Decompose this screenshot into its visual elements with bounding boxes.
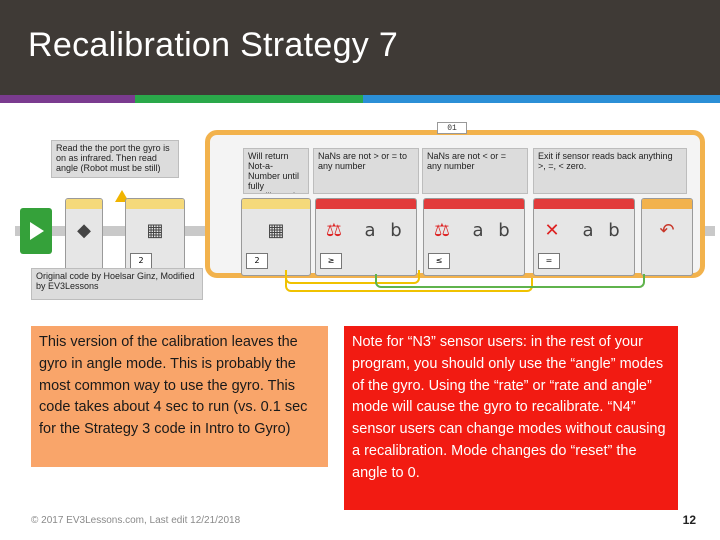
comment-nan-le: NaNs are not < or = any number xyxy=(422,148,528,194)
port-label-1: 2 xyxy=(130,253,152,269)
title-bar: Recalibration Strategy 7 xyxy=(0,0,720,95)
start-block[interactable] xyxy=(20,208,52,254)
data-wire-green xyxy=(375,274,645,288)
input-a-label: a xyxy=(364,220,376,241)
sensor-icon: ▦ xyxy=(267,220,285,241)
compare-icon: ⚖ xyxy=(433,220,451,241)
comment-read-port: Read the the port the gyro is on as infr… xyxy=(51,140,179,178)
accent-stripe-blue xyxy=(363,95,720,103)
page-number: 12 xyxy=(682,513,696,527)
comment-nan-ge: NaNs are not > or = to any number xyxy=(313,148,419,194)
mode-ge-label: ≥ xyxy=(320,253,342,269)
loop-exit-block[interactable]: ↶ xyxy=(641,198,693,276)
port-label-2: 2 xyxy=(246,253,268,269)
comment-original-code: Original code by Hoelsar Ginz, Modified … xyxy=(31,268,203,300)
accent-stripe-green xyxy=(135,95,363,103)
math-icon: ✕ xyxy=(544,220,560,241)
comment-exit-if: Exit if sensor reads back anything >, =,… xyxy=(533,148,687,194)
input-a-label: a xyxy=(472,220,484,241)
sensor-icon: ▦ xyxy=(146,220,164,241)
accent-stripe-purple xyxy=(0,95,135,103)
math-block[interactable]: ✕ a b = xyxy=(533,198,635,276)
compare-block-ge[interactable]: ⚖ a b ≥ xyxy=(315,198,417,276)
input-b-label: b xyxy=(498,220,510,241)
data-wire-yellow-2 xyxy=(285,278,533,292)
input-a-label: a xyxy=(582,220,594,241)
slide-title: Recalibration Strategy 7 xyxy=(28,26,399,64)
footer-copyright: © 2017 EV3Lessons.com, Last edit 12/21/2… xyxy=(31,515,241,526)
exit-arrow-icon: ↶ xyxy=(659,220,675,241)
mode-le-label: ≤ xyxy=(428,253,450,269)
gyro-sensor-block-1[interactable]: ▦ 2 xyxy=(125,198,185,276)
mode-eq-label: = xyxy=(538,253,560,269)
ev3-program-screenshot: Read the the port the gyro is on as infr… xyxy=(15,118,715,303)
data-wire-yellow-1 xyxy=(285,270,420,284)
motor-icon: ◆ xyxy=(77,220,91,241)
compare-block-le[interactable]: ⚖ a b ≤ xyxy=(423,198,525,276)
note-calibration-mode: This version of the calibration leaves t… xyxy=(31,326,328,467)
note-sensor-users: Note for “N3” sensor users: in the rest … xyxy=(344,326,678,510)
gyro-sensor-block-2[interactable]: ▦ 2 xyxy=(241,198,311,276)
motor-block[interactable]: ◆ xyxy=(65,198,103,276)
comment-will-return-nan: Will return Not-a-Number until fully rec… xyxy=(243,148,309,194)
compare-icon: ⚖ xyxy=(325,220,343,241)
input-b-label: b xyxy=(608,220,620,241)
loop-name-label: 01 xyxy=(437,122,467,134)
input-b-label: b xyxy=(390,220,402,241)
